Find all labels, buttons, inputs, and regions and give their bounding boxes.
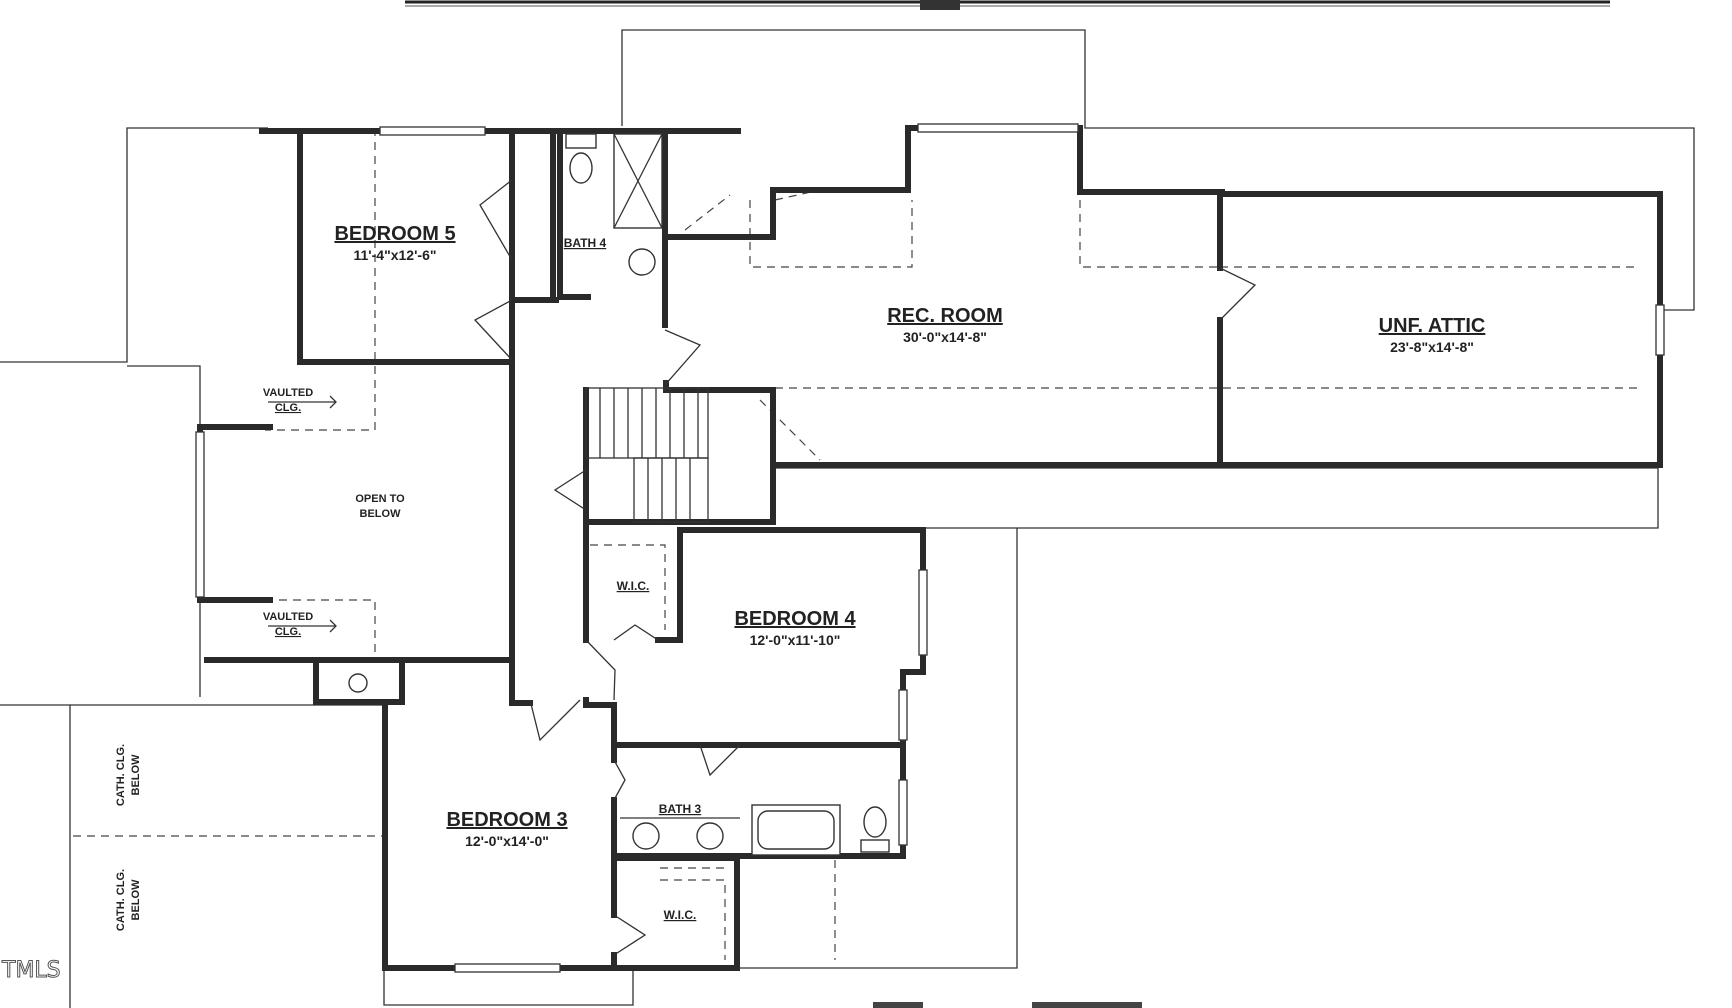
windows	[195, 123, 1665, 973]
cath-bottom-line1: CATH. CLG.	[115, 869, 127, 931]
bath3-label: BATH 3	[659, 802, 702, 816]
wic-lower-label: W.I.C.	[664, 908, 697, 922]
note-open-to-below: OPEN TO BELOW	[355, 493, 405, 520]
roof-outline	[0, 29, 1695, 1008]
room-bedroom5: BEDROOM 5 11'-4"x12'-6"	[334, 223, 455, 263]
note-vaulted-top: VAULTED CLG.	[263, 387, 337, 414]
vaulted-top-line2: CLG.	[275, 402, 301, 414]
note-vaulted-bottom: VAULTED CLG.	[263, 611, 337, 638]
doors	[473, 179, 1257, 956]
top-strip	[405, 0, 1610, 10]
bath4-label: BATH 4	[564, 236, 607, 250]
room-rec-room: REC. ROOM 30'-0"x14'-8"	[887, 305, 1003, 345]
cath-top-line1: CATH. CLG.	[115, 744, 127, 806]
bedroom3-dims: 12'-0"x14'-0"	[465, 833, 549, 849]
walls	[197, 125, 1663, 971]
room-bedroom3: BEDROOM 3 12'-0"x14'-0"	[446, 809, 567, 849]
cath-bottom-line2: BELOW	[130, 879, 142, 921]
wic-upper-label: W.I.C.	[617, 579, 650, 593]
unf-attic-name: UNF. ATTIC	[1379, 315, 1486, 337]
unf-attic-dims: 23'-8"x14'-8"	[1390, 339, 1474, 355]
cath-top-line2: BELOW	[130, 754, 142, 796]
open-below-line2: BELOW	[360, 508, 402, 520]
bedroom3-name: BEDROOM 3	[446, 809, 567, 831]
room-unf-attic: UNF. ATTIC 23'-8"x14'-8"	[1379, 315, 1486, 355]
rec-room-dims: 30'-0"x14'-8"	[903, 329, 987, 345]
rec-room-name: REC. ROOM	[887, 305, 1003, 327]
vaulted-bottom-line1: VAULTED	[263, 611, 313, 623]
bedroom4-name: BEDROOM 4	[734, 608, 856, 630]
vaulted-bottom-line2: CLG.	[275, 626, 301, 638]
room-bedroom4: BEDROOM 4 12'-0"x11'-10"	[734, 608, 856, 648]
fixtures	[348, 133, 890, 856]
bedroom5-dims: 11'-4"x12'-6"	[354, 247, 437, 263]
open-below-line1: OPEN TO	[355, 493, 405, 505]
note-cath-top: CATH. CLG. BELOW	[115, 744, 142, 806]
watermark: TMLS	[1, 958, 61, 983]
dashed-lines	[73, 128, 1640, 960]
vaulted-top-line1: VAULTED	[263, 387, 313, 399]
bedroom4-dims: 12'-0"x11'-10"	[750, 632, 841, 648]
stairs	[585, 387, 709, 523]
note-cath-bottom: CATH. CLG. BELOW	[115, 869, 142, 931]
bedroom5-name: BEDROOM 5	[334, 223, 455, 245]
